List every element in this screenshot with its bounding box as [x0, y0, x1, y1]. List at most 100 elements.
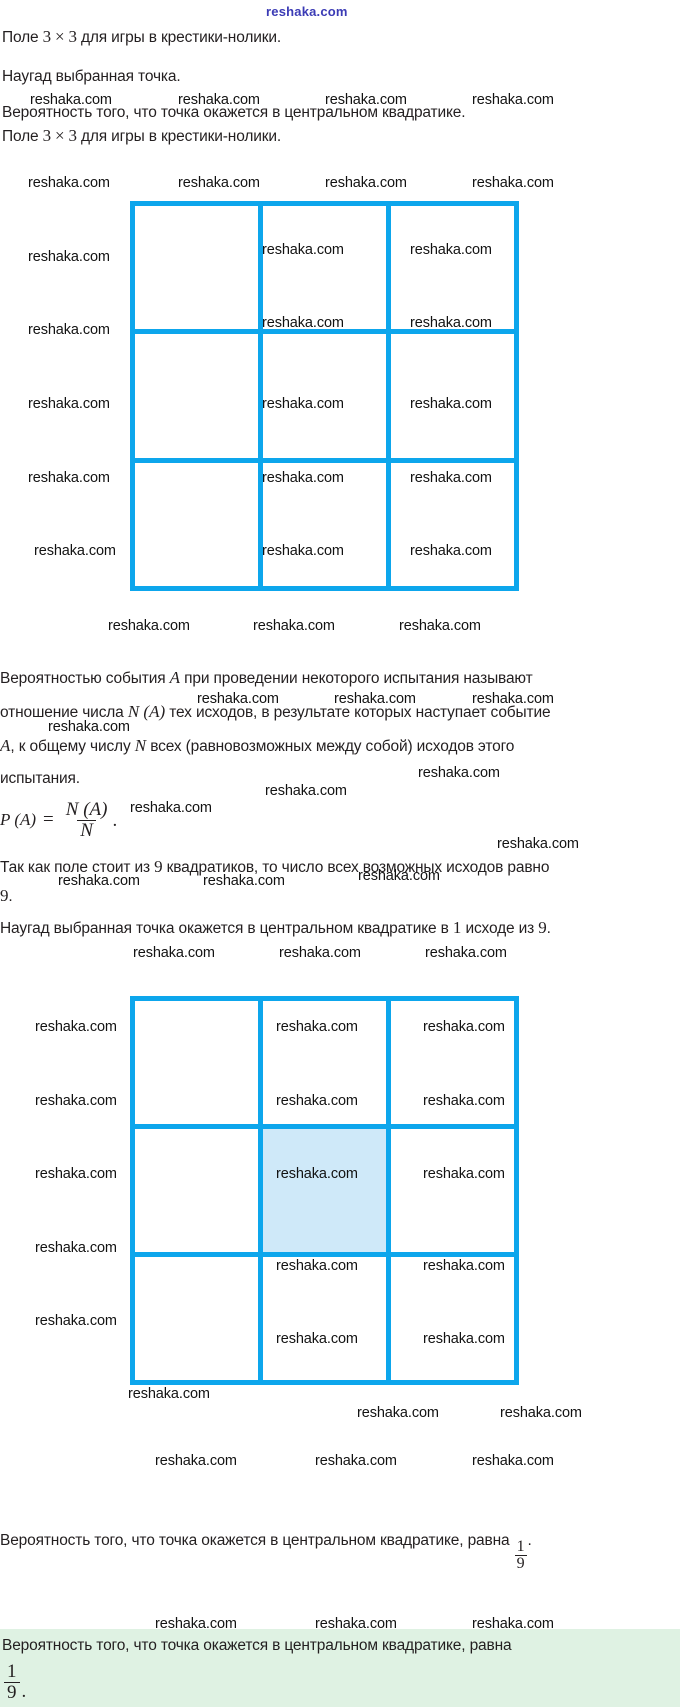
reshaka-watermark: reshaka.com [108, 618, 190, 634]
def3-mid: , к общему числу [10, 738, 135, 755]
nine-value: 9 [0, 886, 9, 905]
formula-period: . [112, 810, 118, 831]
reshaka-watermark: reshaka.com [315, 1453, 397, 1469]
probability-formula: P (A) = N (A) N . [0, 800, 117, 841]
N-symbol: N [134, 736, 147, 755]
reshaka-watermark: reshaka.com [28, 249, 110, 265]
reshaka-watermark: reshaka.com [35, 1019, 117, 1035]
outcome-pre: Наугад выбранная точка окажется в центра… [0, 920, 453, 937]
reshaka-watermark: reshaka.com [28, 396, 110, 412]
reshaka-watermark: reshaka.com [28, 322, 110, 338]
reshaka-watermark: reshaka.com [34, 543, 116, 559]
since-period: . [8, 888, 13, 905]
reshaka-watermark: reshaka.com [497, 836, 579, 852]
reshaka-watermark: reshaka.com [410, 315, 492, 331]
reshaka-watermark: reshaka.com [410, 470, 492, 486]
line-result: Вероятность того, что точка окажется в ц… [0, 1532, 532, 1572]
reshaka-watermark: reshaka.com [48, 719, 130, 735]
reshaka-watermark: reshaka.com [472, 691, 554, 707]
reshaka-watermark: reshaka.com [265, 783, 347, 799]
reshaka-watermark: reshaka.com [30, 92, 112, 108]
line-definition-1: Вероятностью события A при проведении не… [0, 668, 533, 688]
grid-cell-8 [263, 1257, 386, 1380]
line-probability-central: Вероятность того, что точка окажется в ц… [2, 104, 466, 121]
line-outcome-one-of-nine: Наугад выбранная точка окажется в центра… [0, 918, 551, 938]
reshaka-watermark: reshaka.com [472, 1616, 554, 1632]
reshaka-watermark: reshaka.com [35, 1166, 117, 1182]
N-of-A-symbol: N (A) [127, 702, 166, 721]
grid-cell-9 [391, 1257, 514, 1380]
reshaka-watermark: reshaka.com [325, 92, 407, 108]
grid-cell-2 [263, 206, 386, 330]
reshaka-watermark: reshaka.com [262, 242, 344, 258]
grid-cell-7 [135, 1257, 258, 1380]
reshaka-watermark: reshaka.com [276, 1019, 358, 1035]
def-pre: Вероятностью события [0, 670, 170, 687]
reshaka-watermark: reshaka.com [155, 1616, 237, 1632]
reshaka-watermark: reshaka.com [28, 470, 110, 486]
reshaka-watermark: reshaka.com [423, 1258, 505, 1274]
reshaka-watermark: reshaka.com [423, 1331, 505, 1347]
line-since-nine-cells: Так как поле стоит из 9 квадратиков, то … [0, 857, 549, 877]
reshaka-watermark: reshaka.com [35, 1240, 117, 1256]
tic-tac-toe-grid-highlighted [130, 996, 519, 1385]
reshaka-watermark: reshaka.com [472, 175, 554, 191]
reshaka-watermark: reshaka.com [500, 1405, 582, 1421]
reshaka-watermark: reshaka.com [262, 396, 344, 412]
reshaka-watermark: reshaka.com [35, 1093, 117, 1109]
grid-cell-3 [391, 1001, 514, 1124]
times-symbol: × [55, 27, 65, 46]
line-field-title-2: Поле 3×3 для игры в крестики-нолики. [2, 126, 281, 146]
grid-cell-6 [391, 334, 514, 458]
result-fraction-denominator: 9 [514, 1554, 527, 1572]
answer-highlight-band [0, 1629, 680, 1707]
grid-cell-5 [263, 1129, 386, 1252]
reshaka-watermark: reshaka.com [262, 315, 344, 331]
answer-text: Вероятность того, что точка окажется в ц… [2, 1637, 512, 1654]
reshaka-watermark: reshaka.com [423, 1093, 505, 1109]
line-definition-2: отношение числа N (A) тех исходов, в рез… [0, 702, 551, 722]
formula-denominator: N [77, 819, 96, 841]
grid-cell-1 [135, 206, 258, 330]
answer-fraction-period: . [21, 1680, 27, 1702]
outcome-period: . [546, 920, 551, 937]
def3-post: всех (равновозможных между собой) исходо… [146, 738, 515, 755]
reshaka-watermark: reshaka.com [334, 691, 416, 707]
grid-cell-1 [135, 1001, 258, 1124]
formula-numerator: N (A) [65, 799, 108, 820]
reshaka-watermark: reshaka.com [58, 873, 140, 889]
field-title-pre-2: Поле [2, 128, 43, 145]
reshaka-watermark: reshaka.com [276, 1331, 358, 1347]
def-post: при проведении некоторого испытания назы… [180, 670, 533, 687]
result-fraction-numerator: 1 [516, 1537, 525, 1555]
since-post: квадратиков, то число всех возможных исх… [162, 859, 550, 876]
field-dim-1b: 3 [42, 126, 52, 145]
field-title-post-2: для игры в крестики-нолики. [76, 128, 282, 145]
reshaka-watermark: reshaka.com [315, 1616, 397, 1632]
result-pre: Вероятность того, что точка окажется в ц… [0, 1532, 514, 1549]
reshaka-watermark: reshaka.com [399, 618, 481, 634]
line-random-point: Наугад выбранная точка. [2, 68, 181, 85]
field-dim-2: 3 [68, 27, 77, 46]
reshaka-watermark: reshaka.com [155, 1453, 237, 1469]
reshaka-logo-watermark: reshaka.com [266, 4, 348, 19]
reshaka-watermark: reshaka.com [253, 618, 335, 634]
one-symbol: 1 [452, 918, 462, 937]
reshaka-watermark: reshaka.com [358, 868, 440, 884]
reshaka-watermark: reshaka.com [410, 242, 492, 258]
answer-fraction-numerator: 1 [7, 1661, 17, 1682]
def2-post: тех исходов, в результате которых наступ… [165, 704, 551, 721]
grid-cell-4 [135, 334, 258, 458]
grid-cell-9 [391, 462, 514, 586]
reshaka-watermark: reshaka.com [130, 800, 212, 816]
formula-equals: = [43, 809, 54, 831]
line-definition-3: A, к общему числу N всех (равновозможных… [0, 736, 514, 756]
reshaka-watermark: reshaka.com [357, 1405, 439, 1421]
grid-cell-3 [391, 206, 514, 330]
reshaka-watermark: reshaka.com [178, 92, 260, 108]
reshaka-watermark: reshaka.com [423, 1019, 505, 1035]
grid-cell-6 [391, 1129, 514, 1252]
times-symbol-2: × [55, 126, 65, 145]
field-dim-1: 3 [42, 27, 52, 46]
